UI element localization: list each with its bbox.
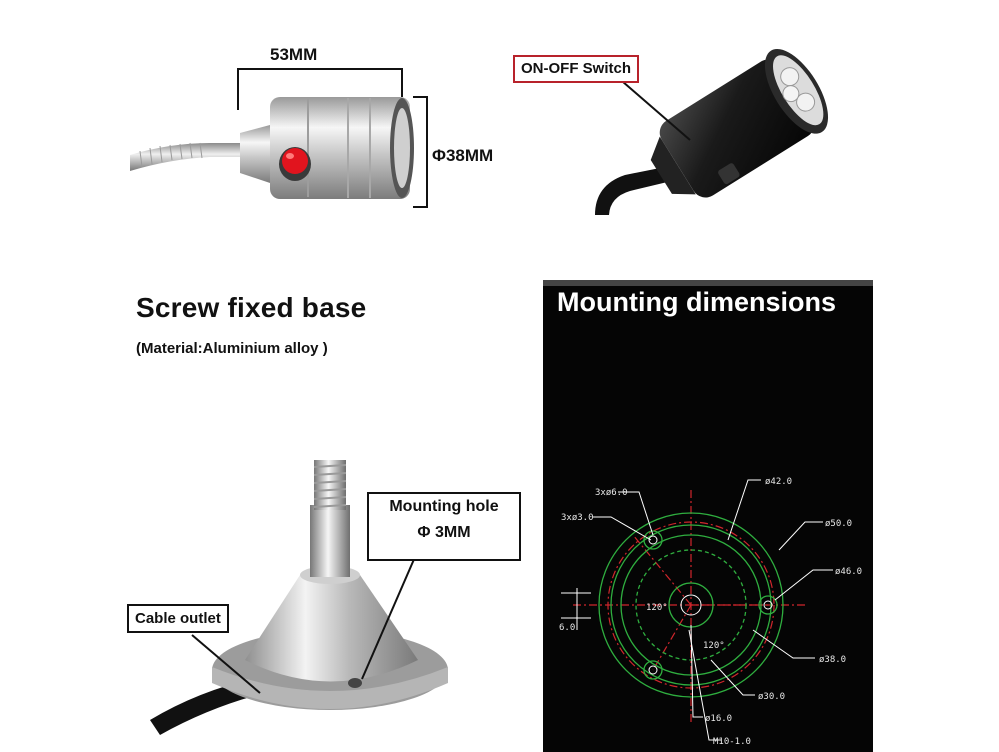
label-angle-2: 120° — [703, 641, 725, 651]
black-cable — [595, 165, 680, 215]
mounting-hole-size: Φ 3MM — [417, 524, 471, 541]
black-lamp-body — [650, 48, 829, 198]
label-d16: ø16.0 — [705, 714, 732, 724]
green-circles — [598, 512, 784, 698]
lamp-head-illustration — [130, 68, 428, 208]
dimension-53mm-bracket — [237, 68, 403, 110]
center-lines — [573, 490, 808, 722]
red-switch-button — [279, 147, 311, 181]
lamp-neck — [240, 125, 270, 183]
label-angle-1: 120° — [646, 603, 668, 613]
cable-outlet-callout: Cable outlet — [127, 604, 229, 633]
width-dimension-label: 53MM — [270, 45, 318, 64]
base-stem — [310, 505, 350, 577]
gooseneck-tube — [130, 142, 240, 171]
black-lamp-illustration — [595, 48, 829, 215]
base-cone — [245, 575, 418, 682]
mounting-hole-callout: Mounting hole Φ 3MM — [367, 492, 521, 561]
dimension-38mm-bracket — [413, 96, 428, 208]
mounting-hole-detail — [348, 678, 362, 688]
label-d46: ø46.0 — [835, 567, 862, 577]
leader-lines — [593, 479, 833, 741]
switch-leader-line — [614, 74, 691, 141]
mounting-dimensions-title: Mounting dimensions — [557, 287, 836, 317]
label-d50: ø50.0 — [825, 519, 852, 529]
mounting-hole-leader — [361, 556, 416, 680]
base-material-note: (Material:Aluminium alloy ) — [136, 340, 328, 357]
label-3mm-holes: 3xø3.0 — [561, 513, 594, 523]
diameter-dimension-label: Φ38MM — [432, 146, 494, 165]
label-m10: M10-1.0 — [713, 737, 751, 745]
label-d38: ø38.0 — [819, 655, 846, 665]
label-d42: ø42.0 — [765, 477, 792, 487]
cable-outlet-leader — [191, 634, 261, 694]
side-dimension-lines — [561, 588, 591, 630]
mounting-drawing: 3xø6.0 3xø3.0 ø42.0 ø50.0 ø46.0 ø38.0 ø3… — [559, 477, 862, 745]
base-title: Screw fixed base — [136, 292, 367, 323]
mounting-hole-label: Mounting hole — [389, 498, 499, 515]
screw-base-illustration — [150, 460, 448, 735]
label-d30: ø30.0 — [758, 692, 785, 702]
label-6mm-holes: 3xø6.0 — [595, 488, 628, 498]
on-off-switch-label: ON-OFF Switch — [513, 55, 639, 83]
label-side-6: 6.0 — [559, 623, 575, 633]
